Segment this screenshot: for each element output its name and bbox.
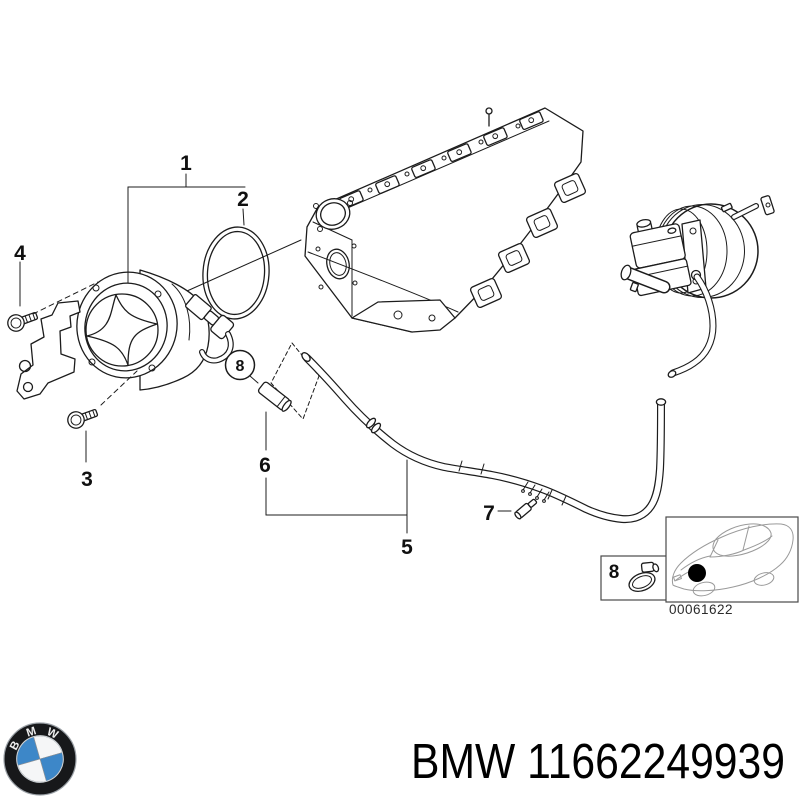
vacuum-pump-drawing xyxy=(76,269,235,391)
booster-hose xyxy=(667,273,717,378)
bolt-4-leader xyxy=(32,281,99,315)
callout-5-label: 5 xyxy=(401,536,413,559)
master-cylinder xyxy=(620,264,671,294)
callout-7-label: 7 xyxy=(483,502,495,525)
connector-tube-drawing xyxy=(257,381,292,412)
booster-pushrod xyxy=(731,195,775,220)
callout-4-label: 4 xyxy=(14,242,26,265)
inset-image-ref: 00061622 xyxy=(669,602,733,617)
callout-6-label: 6 xyxy=(259,454,271,477)
bmw-roundel-logo: B M W xyxy=(3,722,77,796)
callout-lines xyxy=(19,173,512,534)
hose-branch-nipples xyxy=(521,481,550,503)
logo-letter-m: M xyxy=(25,725,38,739)
car-outline-icon xyxy=(671,523,794,597)
bolt-3-drawing xyxy=(67,408,99,429)
bolt-4-drawing xyxy=(7,311,39,332)
callout-1-label: 1 xyxy=(180,152,192,175)
callout-8-circle: 8 xyxy=(224,349,256,381)
pump-coupling-star xyxy=(86,294,158,366)
pin-drawing xyxy=(514,498,538,520)
callout-3-label: 3 xyxy=(81,468,93,491)
clamp-inset-box: 8 xyxy=(600,555,668,601)
intake-ports xyxy=(469,172,587,309)
clamp-inset-label: 8 xyxy=(609,562,620,583)
car-inset-box: 00061622 xyxy=(665,516,799,617)
head-mount-foot xyxy=(351,299,456,333)
vacuum-hose-drawing xyxy=(301,352,667,524)
pump-mount-opening xyxy=(313,198,353,232)
callout-2-label: 2 xyxy=(237,188,249,211)
head-stud-bolt xyxy=(485,107,493,127)
front-face-opening xyxy=(315,243,358,290)
part-number-title: BMW 11662249939 xyxy=(411,735,785,789)
cam-towers xyxy=(339,111,544,210)
logo-letter-w: W xyxy=(45,726,60,742)
callout-8-label: 8 xyxy=(236,358,245,375)
bracket-drawing xyxy=(16,300,81,400)
o-ring-drawing xyxy=(202,226,270,320)
hose-clamp-icon xyxy=(628,561,660,593)
bolt-3-leader xyxy=(100,370,138,406)
location-dot xyxy=(688,564,706,582)
pump-nozzle xyxy=(185,294,235,340)
cylinder-head-drawing xyxy=(304,107,587,333)
alignment-line xyxy=(186,239,302,292)
brake-booster-drawing xyxy=(620,195,775,378)
